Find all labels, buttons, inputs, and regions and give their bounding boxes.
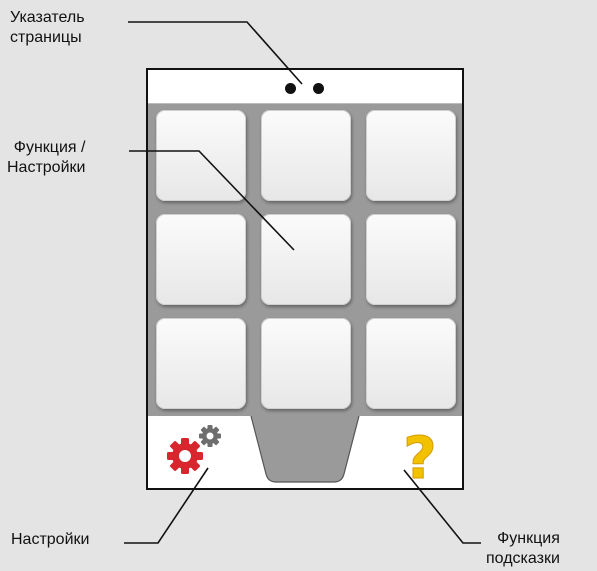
question-mark-icon: ? [403, 424, 438, 489]
function-tile[interactable] [261, 214, 351, 305]
function-settings-callout: Функция / Настройки [7, 138, 85, 178]
help-callout: Функция подсказки [486, 529, 560, 569]
help-label-line2: подсказки [486, 550, 560, 567]
settings-button[interactable] [148, 416, 250, 488]
function-grid [156, 110, 456, 412]
bottom-bar: ? [148, 416, 462, 488]
gears-icon [167, 425, 221, 474]
function-tile[interactable] [156, 110, 246, 201]
function-tile[interactable] [261, 318, 351, 409]
function-tile[interactable] [156, 318, 246, 409]
page-dot[interactable] [285, 83, 296, 94]
help-button[interactable]: ? [360, 416, 462, 488]
device-screen: ? [146, 68, 464, 490]
page-indicator-bar [148, 70, 462, 104]
page-indicator-label-line1: Указатель [10, 9, 85, 26]
svg-text:?: ? [403, 424, 437, 488]
page-indicator-label-line2: страницы [10, 29, 82, 46]
function-settings-label-line2: Настройки [7, 159, 86, 176]
page-dot[interactable] [313, 83, 324, 94]
settings-label: Настройки [11, 531, 90, 548]
function-tile[interactable] [156, 214, 246, 305]
function-settings-label-line1: Функция / [13, 139, 86, 156]
function-tile[interactable] [366, 318, 456, 409]
help-label-line1: Функция [497, 530, 560, 547]
page-indicator-callout: Указатель страницы [10, 8, 85, 48]
function-tile[interactable] [366, 214, 456, 305]
function-tile[interactable] [261, 110, 351, 201]
settings-callout: Настройки [11, 530, 89, 550]
page-swipe-tab [248, 416, 362, 488]
function-tile[interactable] [366, 110, 456, 201]
